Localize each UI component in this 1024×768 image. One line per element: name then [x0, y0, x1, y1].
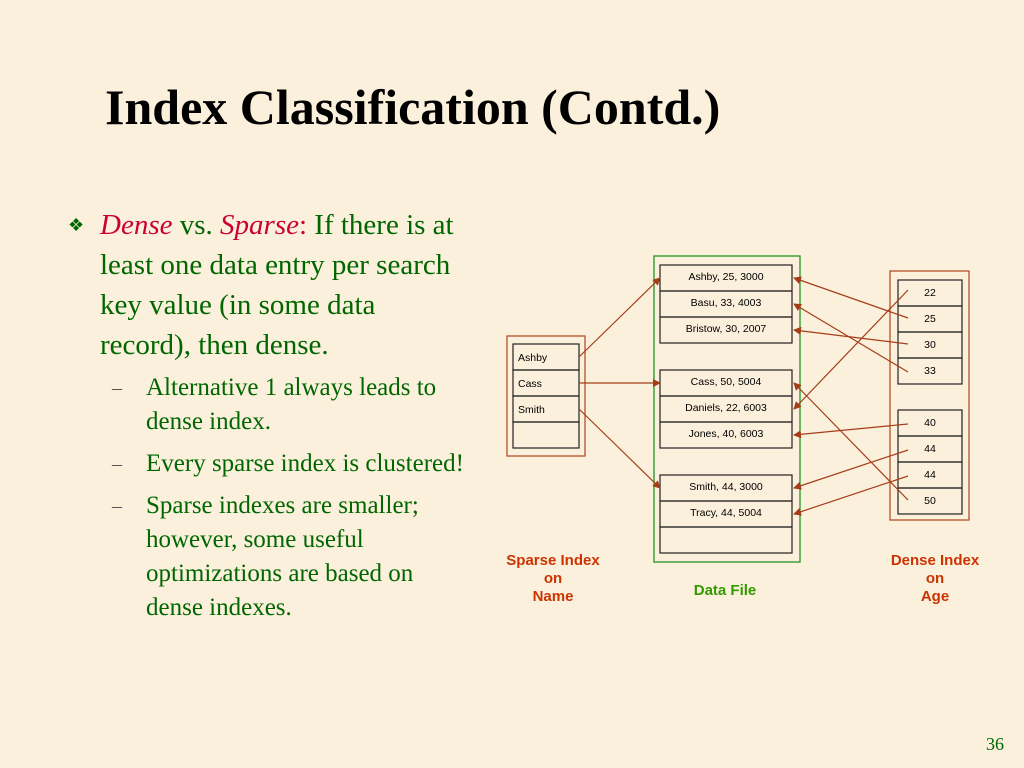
dense-index-key: 50 [924, 495, 936, 507]
dense-index-key: 25 [924, 313, 936, 325]
dash-marker: – [112, 495, 122, 517]
colon-text: : [298, 209, 308, 241]
dense-index-key: 40 [924, 417, 936, 429]
dense-pointer-arrow [793, 423, 909, 439]
sparse-index-key: Cass [518, 378, 542, 390]
vs-text: vs. [172, 209, 221, 241]
dense-index-key: 30 [924, 339, 936, 351]
data-record-text: Tracy, 44, 5004 [690, 507, 762, 519]
data-record-text: Jones, 40, 6003 [689, 428, 764, 440]
term-sparse: Sparse [220, 209, 299, 241]
sub-bullet-text: Every sparse index is clustered! [146, 450, 464, 477]
sub-bullet-list: – Alternative 1 always leads to dense in… [68, 371, 468, 625]
data-record [659, 316, 793, 344]
sub-bullet-text: Alternative 1 always leads to dense inde… [146, 374, 437, 435]
sub-bullet-text: Sparse indexes are smaller; however, som… [146, 492, 419, 621]
dense-index-key: 22 [924, 287, 936, 299]
dense-pointer-arrow [793, 475, 909, 516]
dense-index-caption: Dense Index [891, 552, 980, 569]
dense-index-frame [889, 270, 970, 521]
sparse-pointer-arrow [578, 408, 661, 489]
sparse-index-key: Smith [518, 404, 545, 416]
dense-index-caption: Age [921, 588, 949, 605]
dense-pointer-arrow [793, 276, 909, 319]
dense-index-entry [897, 357, 963, 385]
sparse-index-caption: Name [533, 588, 574, 605]
dense-index-entry [897, 487, 963, 515]
dense-index-key: 33 [924, 365, 936, 377]
term-dense: Dense [100, 209, 173, 241]
slide-title: Index Classification (Contd.) [105, 79, 721, 135]
data-record [659, 526, 793, 554]
main-bullet-text: If there is at least one data entry per … [100, 209, 454, 361]
dense-pointer-arrow [793, 303, 909, 373]
dense-index-key: 44 [924, 443, 936, 455]
sub-bullet: – Every sparse index is clustered! [68, 447, 468, 481]
diamond-bullet-icon: ❖ [68, 215, 85, 235]
data-file-caption: Data File [694, 582, 757, 599]
dash-marker: – [112, 453, 122, 475]
sub-bullet: – Alternative 1 always leads to dense in… [68, 371, 468, 439]
sparse-index-entry [512, 421, 580, 449]
data-record-text: Bristow, 30, 2007 [686, 323, 767, 335]
sparse-pointer-arrow [578, 277, 661, 358]
main-bullet: ❖ Dense vs. Sparse: If there is at least… [68, 205, 468, 365]
data-record-text: Daniels, 22, 6003 [685, 402, 767, 414]
dense-pointer-arrow [793, 449, 909, 490]
dash-marker: – [112, 377, 122, 399]
sparse-index-frame [506, 335, 586, 457]
sparse-index-key: Ashby [518, 352, 548, 364]
sparse-index-caption: Sparse Index [506, 552, 600, 569]
sub-bullet: – Sparse indexes are smaller; however, s… [68, 489, 468, 625]
dense-index-key: 44 [924, 469, 936, 481]
data-record-text: Ashby, 25, 3000 [688, 271, 763, 283]
bullet-list: ❖ Dense vs. Sparse: If there is at least… [68, 205, 468, 633]
dense-pointer-arrow [793, 289, 909, 410]
dense-pointer-arrow [793, 326, 909, 345]
dense-index-caption: on [926, 570, 944, 587]
data-record [659, 421, 793, 449]
data-record-text: Smith, 44, 3000 [689, 481, 763, 493]
diagram-arrows [578, 276, 909, 516]
page-number: 36 [986, 734, 1004, 754]
sparse-index-caption: on [544, 570, 562, 587]
data-record-text: Basu, 33, 4003 [691, 297, 762, 309]
dense-pointer-arrow [793, 382, 909, 501]
data-record-text: Cass, 50, 5004 [691, 376, 762, 388]
